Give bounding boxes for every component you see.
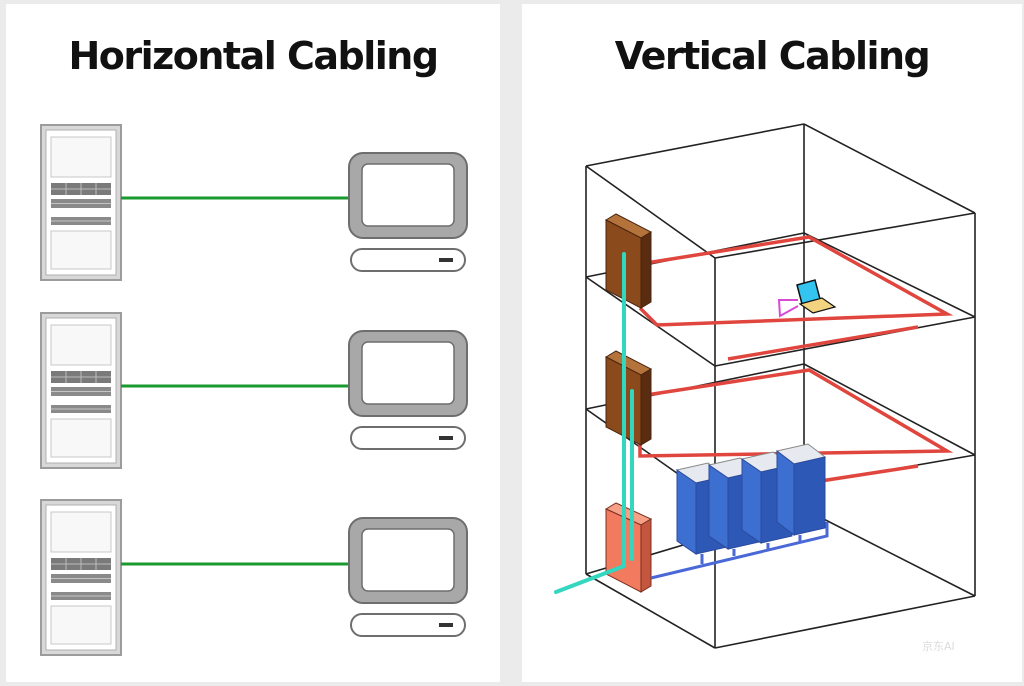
vertical-cabling-diagram [554,123,976,649]
telecom-rack-1 [40,124,122,281]
workstation-1 [348,152,468,272]
vertical-cabling-title: Vertical Cabling [614,34,931,78]
horizontal-cabling-panel: Horizontal Cabling [6,4,500,682]
horizontal-cabling-title: Horizontal Cabling [68,34,439,78]
laptop-icon [796,279,837,314]
horizontal-cabling-diagram [40,124,468,656]
backbone-cable [554,252,634,594]
patch-cord [777,299,799,318]
vertical-cabling-panel: Vertical Cabling [522,4,1022,682]
workstation-2 [348,330,468,450]
telecom-rack-3 [40,499,122,656]
telecom-closet-floor-3 [604,213,653,309]
workstation-3 [348,517,468,637]
ground-floor-cable [650,522,829,580]
server-racks [675,443,827,555]
watermark: 京东AI [922,640,955,653]
telecom-rack-2 [40,312,122,469]
telecom-closet-floor-2 [604,350,653,446]
building-frame [585,123,976,649]
equipment-room-cabinet [604,502,653,593]
